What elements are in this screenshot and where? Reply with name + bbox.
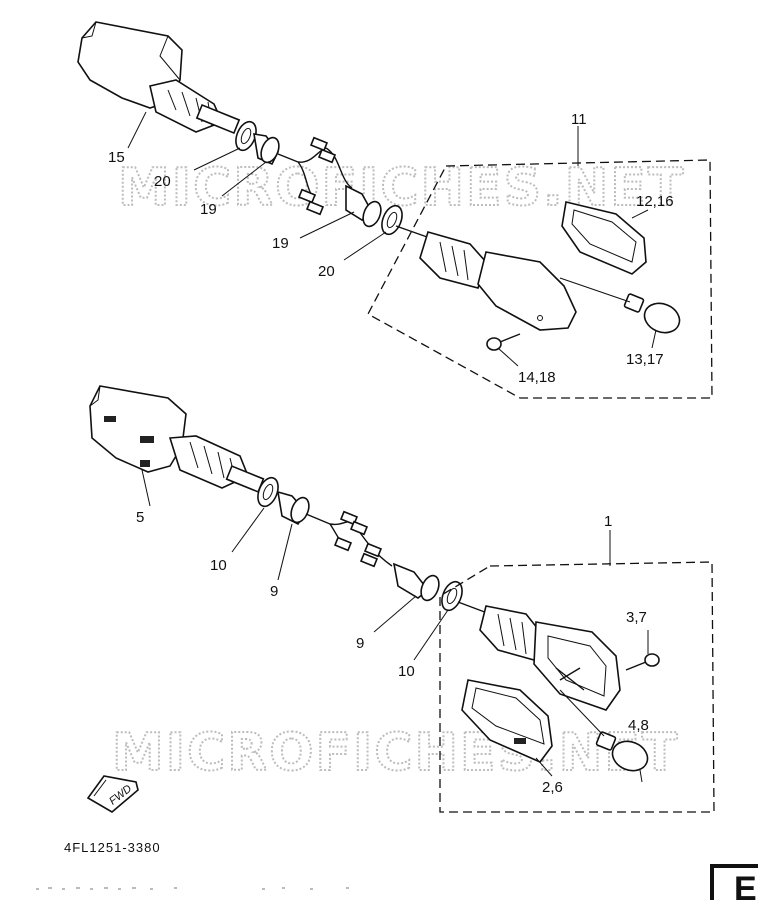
watermark-bottom: MICROFICHES.NET — [112, 723, 679, 783]
callout-20a: 20 — [154, 173, 171, 190]
bottom-boot-9b — [392, 562, 440, 602]
top-housing-15 — [77, 21, 241, 135]
callout-12-16: 12,16 — [636, 193, 674, 210]
callout-3-7: 3,7 — [626, 609, 647, 626]
callout-2-6: 2,6 — [542, 779, 563, 796]
callout-10b: 10 — [398, 663, 415, 680]
page-letter-box: E — [710, 864, 758, 905]
top-right-signal-body — [419, 231, 577, 331]
callout-1: 1 — [604, 513, 612, 530]
top-grommet-20b — [381, 204, 403, 236]
bottom-turn-signal-assembly — [89, 385, 715, 813]
callout-19a: 19 — [200, 201, 217, 218]
callout-11: 11 — [571, 111, 587, 128]
bottom-boot-9a — [277, 490, 310, 526]
callout-19b: 19 — [272, 235, 289, 252]
top-boot-19b — [345, 184, 382, 228]
callout-4-8: 4,8 — [628, 717, 649, 734]
bottom-housing-5 — [89, 385, 265, 493]
callout-9a: 9 — [270, 583, 278, 600]
bottom-grommet-10a — [257, 476, 279, 508]
diagram-code: 4FL1251-3380 — [64, 840, 161, 855]
bottom-right-signal-body — [479, 605, 621, 711]
callout-5: 5 — [136, 509, 144, 526]
top-screw-14-18 — [486, 333, 521, 351]
bottom-bulb-4-8 — [595, 731, 649, 772]
top-lens-12-16 — [561, 201, 647, 275]
callout-20b: 20 — [318, 263, 335, 280]
scan-noise — [36, 887, 349, 890]
callout-13-17: 13,17 — [626, 351, 664, 368]
callout-14-18: 14,18 — [518, 369, 556, 386]
top-turn-signal-assembly — [77, 21, 713, 399]
callout-9b: 9 — [356, 635, 364, 652]
bottom-screw-3-7 — [625, 653, 660, 671]
bottom-grommet-10b — [441, 580, 463, 612]
fwd-arrow-icon: FWD — [86, 775, 139, 813]
callout-15: 15 — [108, 149, 125, 166]
top-bulb-13-17 — [623, 293, 681, 334]
callout-10a: 10 — [210, 557, 227, 574]
page-letter: E — [734, 870, 757, 900]
bottom-lens-2-6 — [461, 679, 553, 763]
bottom-assembly-outline — [439, 561, 715, 813]
